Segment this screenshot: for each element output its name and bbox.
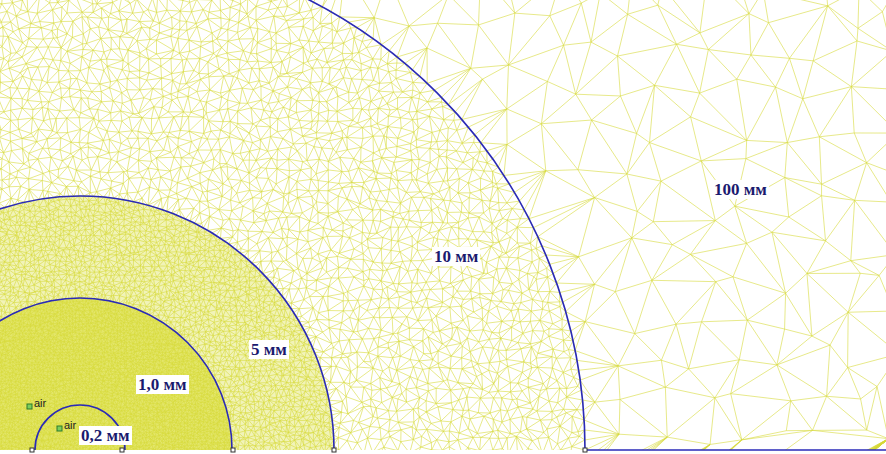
dimension-label: 0,2 мм — [79, 426, 132, 445]
point-marker — [120, 448, 124, 452]
boundary-circle — [0, 0, 585, 450]
dimension-label: 10 мм — [432, 247, 480, 266]
boundary-circle — [0, 298, 232, 450]
point-marker — [231, 448, 235, 452]
point-marker — [332, 448, 336, 452]
material-label: air — [63, 420, 77, 431]
dimension-label: 100 мм — [712, 180, 769, 199]
material-marker — [27, 404, 32, 409]
material-label: air — [33, 398, 47, 409]
boundary-circle — [0, 196, 334, 450]
dimension-label: 5 мм — [249, 340, 289, 359]
point-markers — [30, 448, 587, 452]
dimension-label: 1,0 мм — [136, 375, 189, 394]
region-fill — [0, 196, 334, 450]
region-fills — [0, 196, 334, 450]
point-marker — [583, 448, 587, 452]
boundary-circles — [0, 0, 585, 450]
axis-line — [585, 449, 886, 451]
material-marker — [57, 426, 62, 431]
point-marker — [30, 448, 34, 452]
